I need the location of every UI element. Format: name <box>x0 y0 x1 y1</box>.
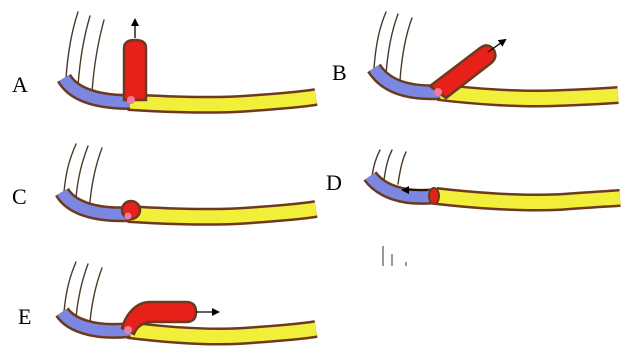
pink-joint-a <box>127 96 135 104</box>
panel-c: C <box>12 144 316 220</box>
panel-b: B <box>332 12 618 99</box>
panel-label-d: D <box>326 170 342 195</box>
stray-marks <box>383 246 406 266</box>
panel-label-a: A <box>12 72 28 97</box>
red-segment-a <box>124 40 146 100</box>
pink-joint-c <box>125 213 132 220</box>
pink-joint-b <box>434 88 442 96</box>
panel-a: A <box>12 12 316 105</box>
red-segment-d <box>429 188 439 204</box>
panel-label-c: C <box>12 184 27 209</box>
panel-label-b: B <box>332 60 347 85</box>
pink-joint-e <box>124 326 132 334</box>
panel-label-e: E <box>18 304 31 329</box>
panel-e: E <box>18 262 316 337</box>
panel-d: D <box>326 150 620 204</box>
